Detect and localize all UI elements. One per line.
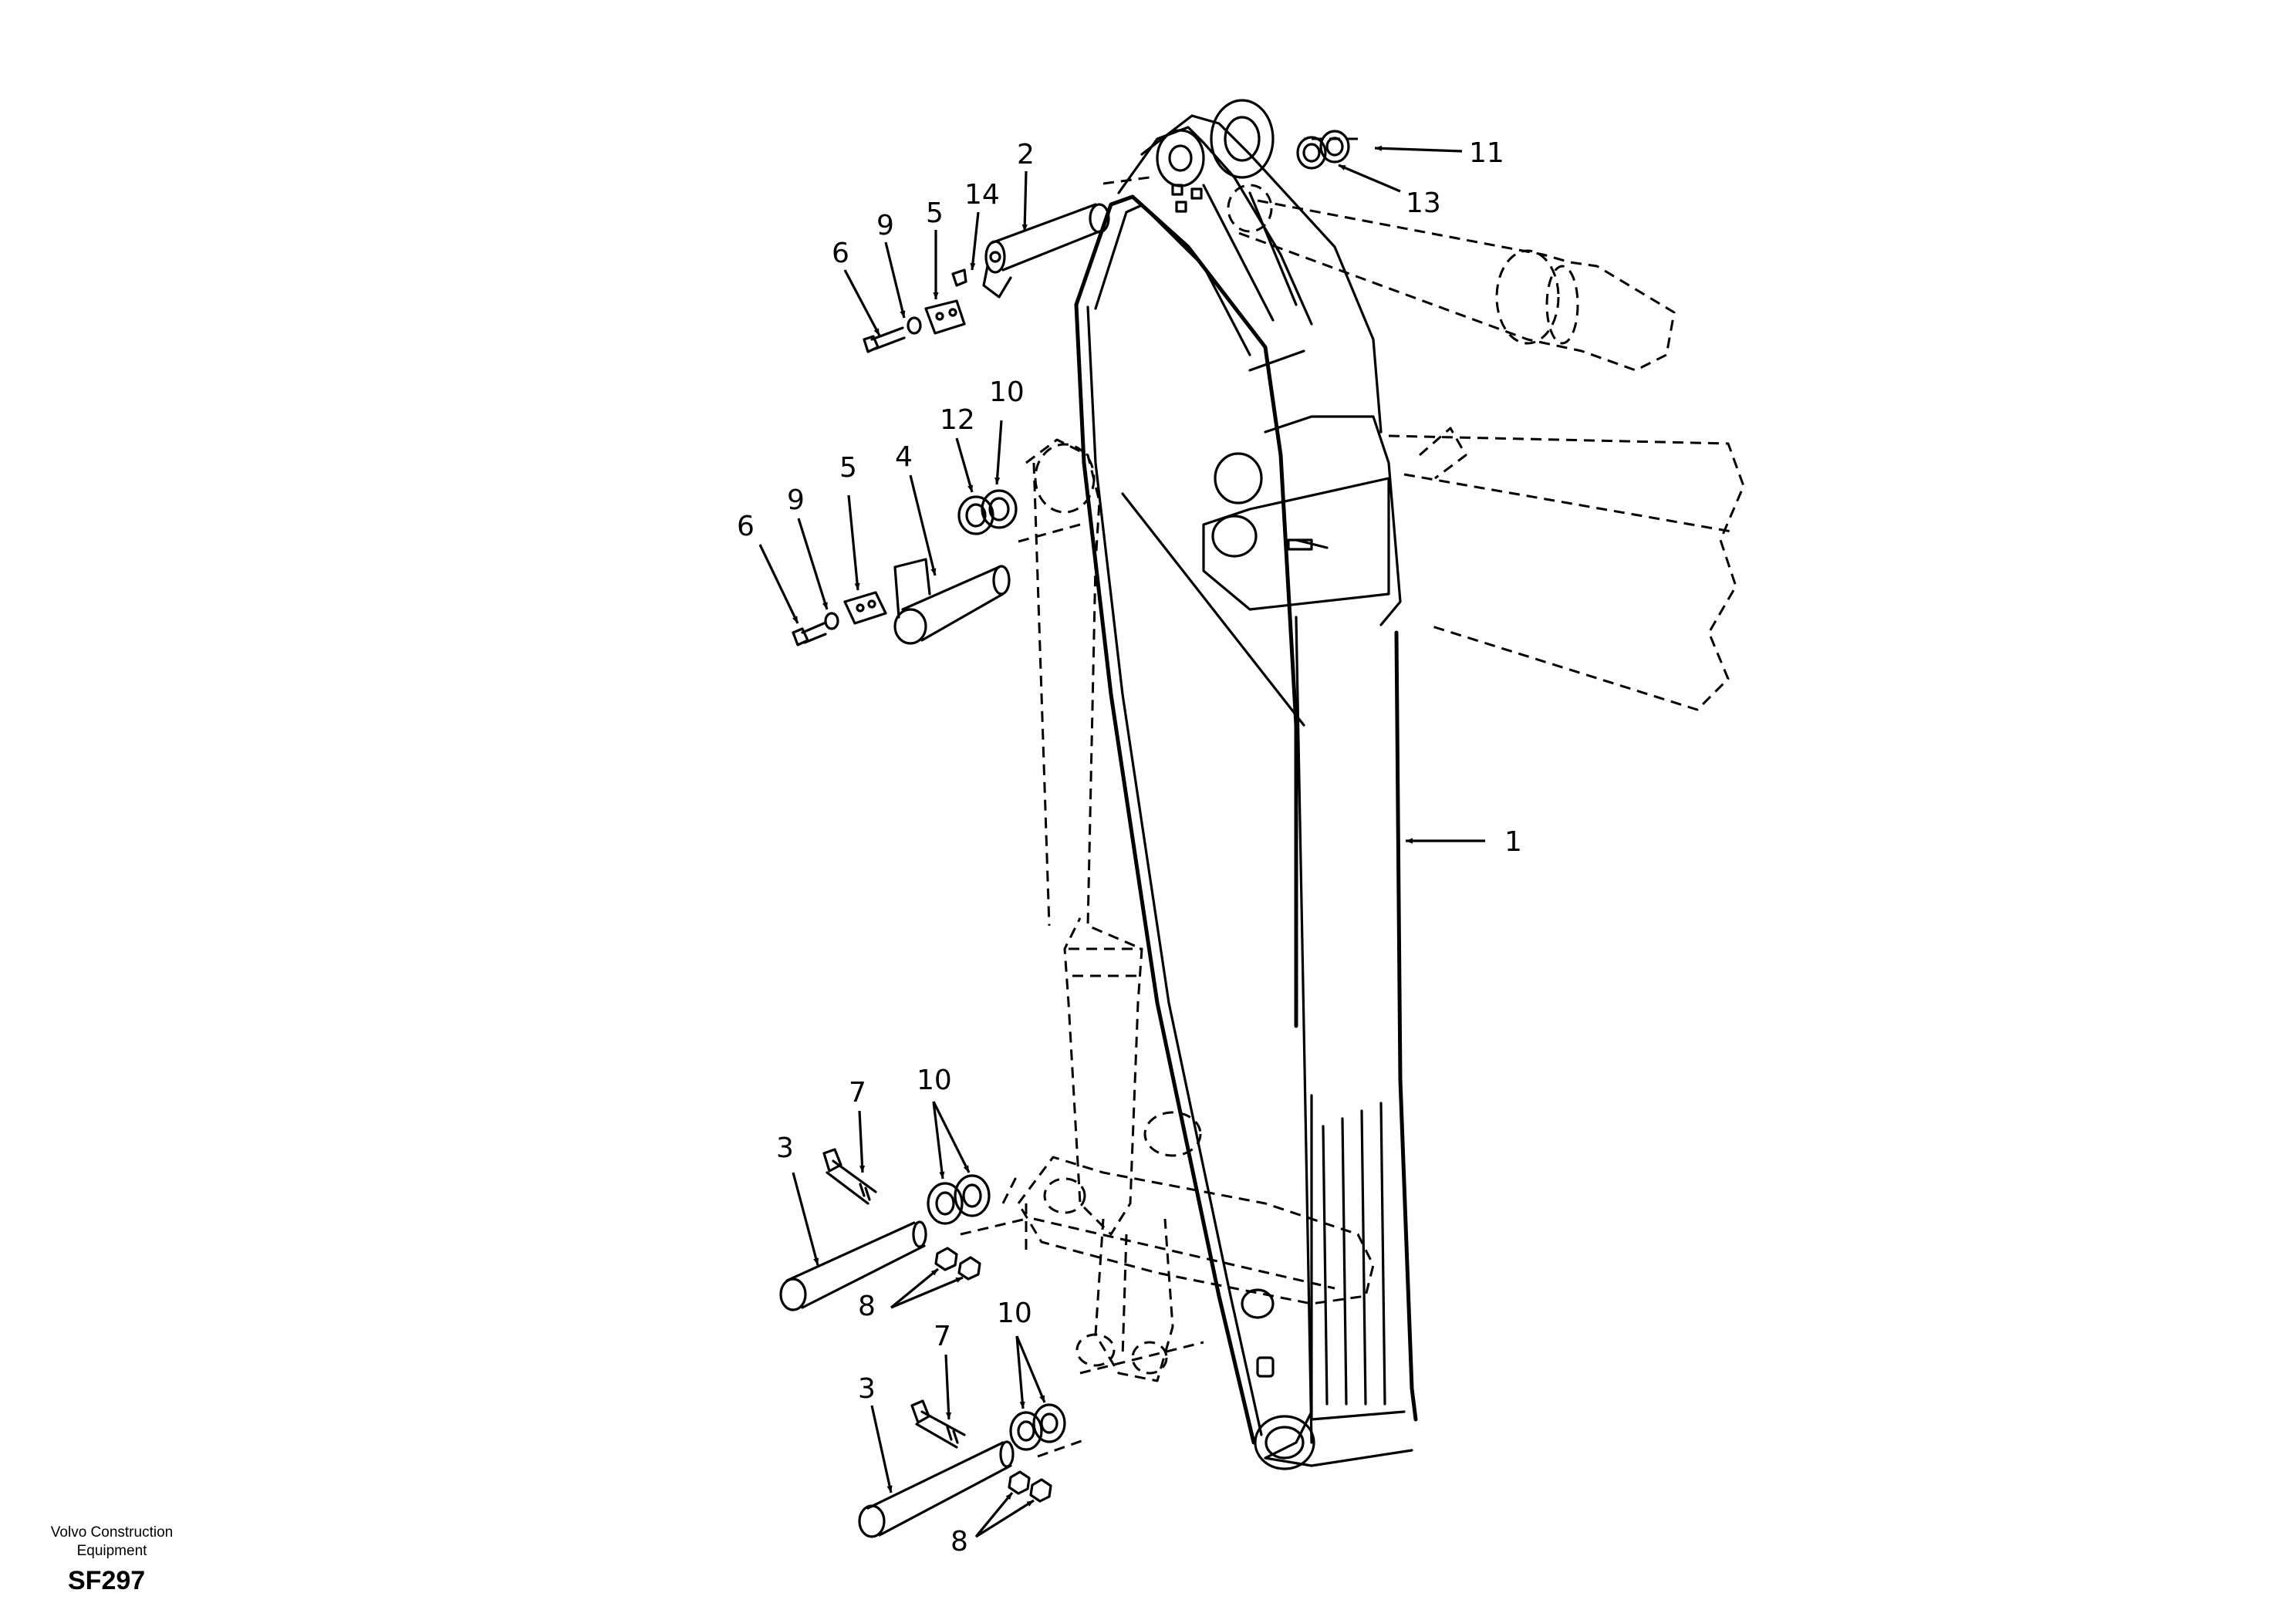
callout-10-lower-b: 10 (997, 1298, 1032, 1329)
callout-12: 12 (940, 404, 975, 436)
callout-3-lower-a: 3 (776, 1132, 794, 1164)
callout-10-lower-a: 10 (917, 1065, 952, 1096)
manufacturer-line-1: Volvo Construction (50, 1524, 174, 1541)
lower-shims-a-part (927, 1174, 991, 1225)
lower-nuts-b-part (1008, 1470, 1052, 1503)
boom-outline (1388, 427, 1745, 711)
callout-7-lower-a: 7 (849, 1077, 866, 1109)
callout-8-lower-a: 8 (858, 1291, 876, 1322)
lower-pin-a-part (779, 1220, 927, 1311)
lower-shims-b-part (1009, 1403, 1066, 1451)
linkage-outline (1001, 1111, 1375, 1382)
callout-11: 11 (1469, 137, 1504, 169)
lower-bolt-a-part (822, 1148, 877, 1205)
top-right-shims-part (1296, 130, 1350, 170)
callout-arrows (758, 145, 1485, 1538)
mid-bolt-part (792, 622, 827, 646)
callout-13: 13 (1406, 187, 1441, 219)
mid-washer-part (824, 612, 839, 630)
mid-pin-part (893, 558, 1011, 645)
top-bolt-part (863, 326, 906, 353)
pin-guidelines (960, 137, 1358, 1458)
top-lock-plate-part (924, 299, 966, 335)
lower-nuts-a-part (934, 1247, 981, 1281)
callout-7-lower-b: 7 (934, 1321, 951, 1352)
manufacturer-label: Volvo Construction Equipment (23, 1524, 201, 1561)
callout-5-mid: 5 (839, 452, 857, 484)
callout-8-lower-b: 8 (950, 1526, 968, 1558)
arm-cylinder-outline (1227, 184, 1676, 372)
arm-part (1074, 99, 1418, 1470)
manufacturer-line-2: Equipment (76, 1543, 147, 1559)
callout-9-mid: 9 (787, 484, 805, 516)
callout-4: 4 (895, 441, 913, 473)
callout-9-top: 9 (876, 210, 894, 241)
grease-nipple-part (951, 268, 967, 287)
callout-5-top: 5 (926, 197, 944, 229)
callout-14: 14 (964, 179, 1000, 211)
callout-6-top: 6 (832, 238, 849, 269)
mid-lock-plate-part (843, 591, 887, 625)
callout-6-mid: 6 (737, 511, 755, 542)
callout-labels: 1 2 14 5 9 6 11 13 12 10 4 5 9 6 10 7 3 … (737, 137, 1522, 1558)
callout-10-mid: 10 (989, 376, 1025, 408)
drawing-code: SF297 (68, 1566, 146, 1595)
callout-2: 2 (1017, 139, 1035, 170)
mid-shims-part (957, 489, 1018, 535)
callout-3-lower-b: 3 (858, 1373, 876, 1405)
top-washer-part (907, 316, 922, 335)
callout-1: 1 (1504, 826, 1522, 858)
lower-pin-b-part (858, 1440, 1015, 1538)
bucket-cylinder-outline (1025, 438, 1143, 1236)
lower-bolt-b-part (910, 1399, 966, 1449)
top-pin-part (982, 203, 1110, 299)
